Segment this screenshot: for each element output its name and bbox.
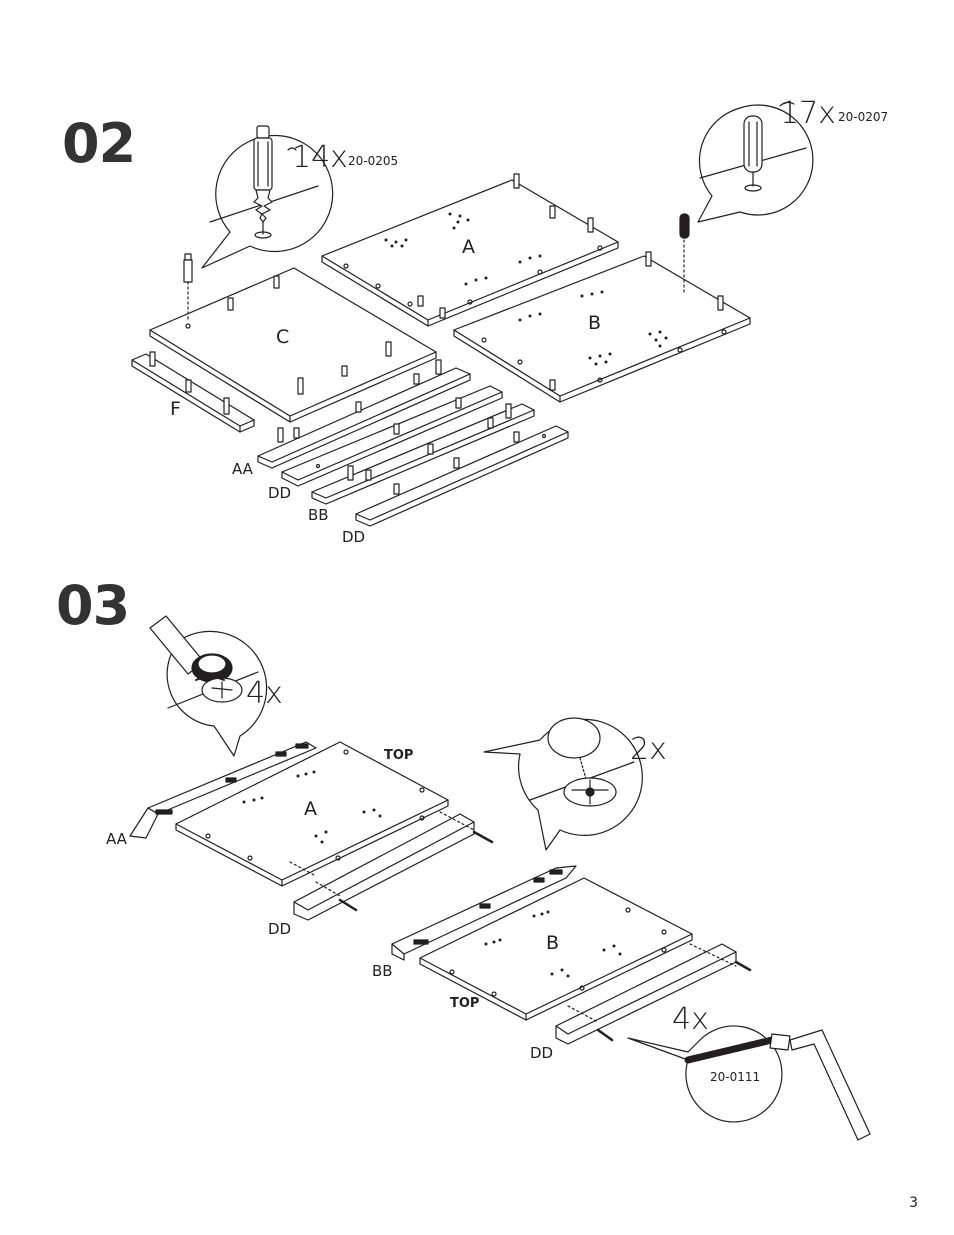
part-label-a: A xyxy=(462,236,475,258)
callout-bubble-dowel-screw xyxy=(201,125,334,269)
assembly-label-b: B xyxy=(546,932,560,954)
assembly-label-aa: AA xyxy=(106,830,127,848)
rail-aa xyxy=(257,359,471,469)
top-label-panel-b: TOP xyxy=(450,996,480,1011)
cam-bolt-icon xyxy=(338,830,494,912)
callout-bubble-cam-cap xyxy=(483,717,643,851)
cam-cap-quantity: 2x xyxy=(630,732,667,767)
part-label-aa: AA xyxy=(232,460,253,478)
cam-lock-quantity: 4x xyxy=(246,676,283,711)
part-label-f: F xyxy=(170,398,181,420)
screw-icon xyxy=(684,1033,791,1064)
wood-dowel-quantity: 17x xyxy=(780,96,836,131)
part-label-dd-upper: DD xyxy=(268,484,292,502)
callout-bubble-wood-dowel xyxy=(697,101,814,223)
step-number-03: 03 xyxy=(56,574,130,637)
rail-dd-lower xyxy=(355,425,569,527)
dowel-screw-quantity: 14x xyxy=(292,140,348,175)
dowel-screw-part-code: 20-0205 xyxy=(348,154,399,168)
screw-part-code: 20-0111 xyxy=(710,1070,761,1084)
part-label-bb: BB xyxy=(308,506,329,524)
rail-bb xyxy=(311,403,535,505)
assembly-label-dd-left: DD xyxy=(268,920,292,938)
assembly-panel-a xyxy=(129,741,494,921)
rail-f xyxy=(131,351,255,433)
cam-cap-icon xyxy=(547,717,617,807)
assembly-label-a: A xyxy=(304,798,317,820)
assembly-label-dd-right: DD xyxy=(530,1044,554,1062)
panel-b xyxy=(453,251,751,403)
panel-a xyxy=(321,173,619,327)
dowel-screw-icon xyxy=(253,125,273,239)
assembly-label-bb: BB xyxy=(372,962,393,980)
allen-key-icon xyxy=(789,1029,871,1141)
screw-quantity: 4x xyxy=(672,1002,709,1037)
part-label-b: B xyxy=(588,312,602,334)
wood-dowel-icon xyxy=(743,115,763,192)
part-label-dd-lower: DD xyxy=(342,528,366,546)
page-number: 3 xyxy=(909,1195,918,1211)
assembly-panel-b xyxy=(391,865,752,1045)
callout-bubble-screw xyxy=(627,1025,871,1141)
dowel-screw-part xyxy=(183,253,193,323)
wood-dowel-part-code: 20-0207 xyxy=(838,110,889,124)
wood-dowel-part xyxy=(679,213,690,293)
top-label-panel-a: TOP xyxy=(384,748,414,763)
callout-bubble-cam-lock xyxy=(149,615,268,757)
rail-dd-upper xyxy=(281,385,503,487)
panel-c xyxy=(149,253,437,423)
cam-lock-icon xyxy=(191,653,243,703)
step-number-02: 02 xyxy=(62,112,136,175)
part-label-c: C xyxy=(276,326,290,348)
